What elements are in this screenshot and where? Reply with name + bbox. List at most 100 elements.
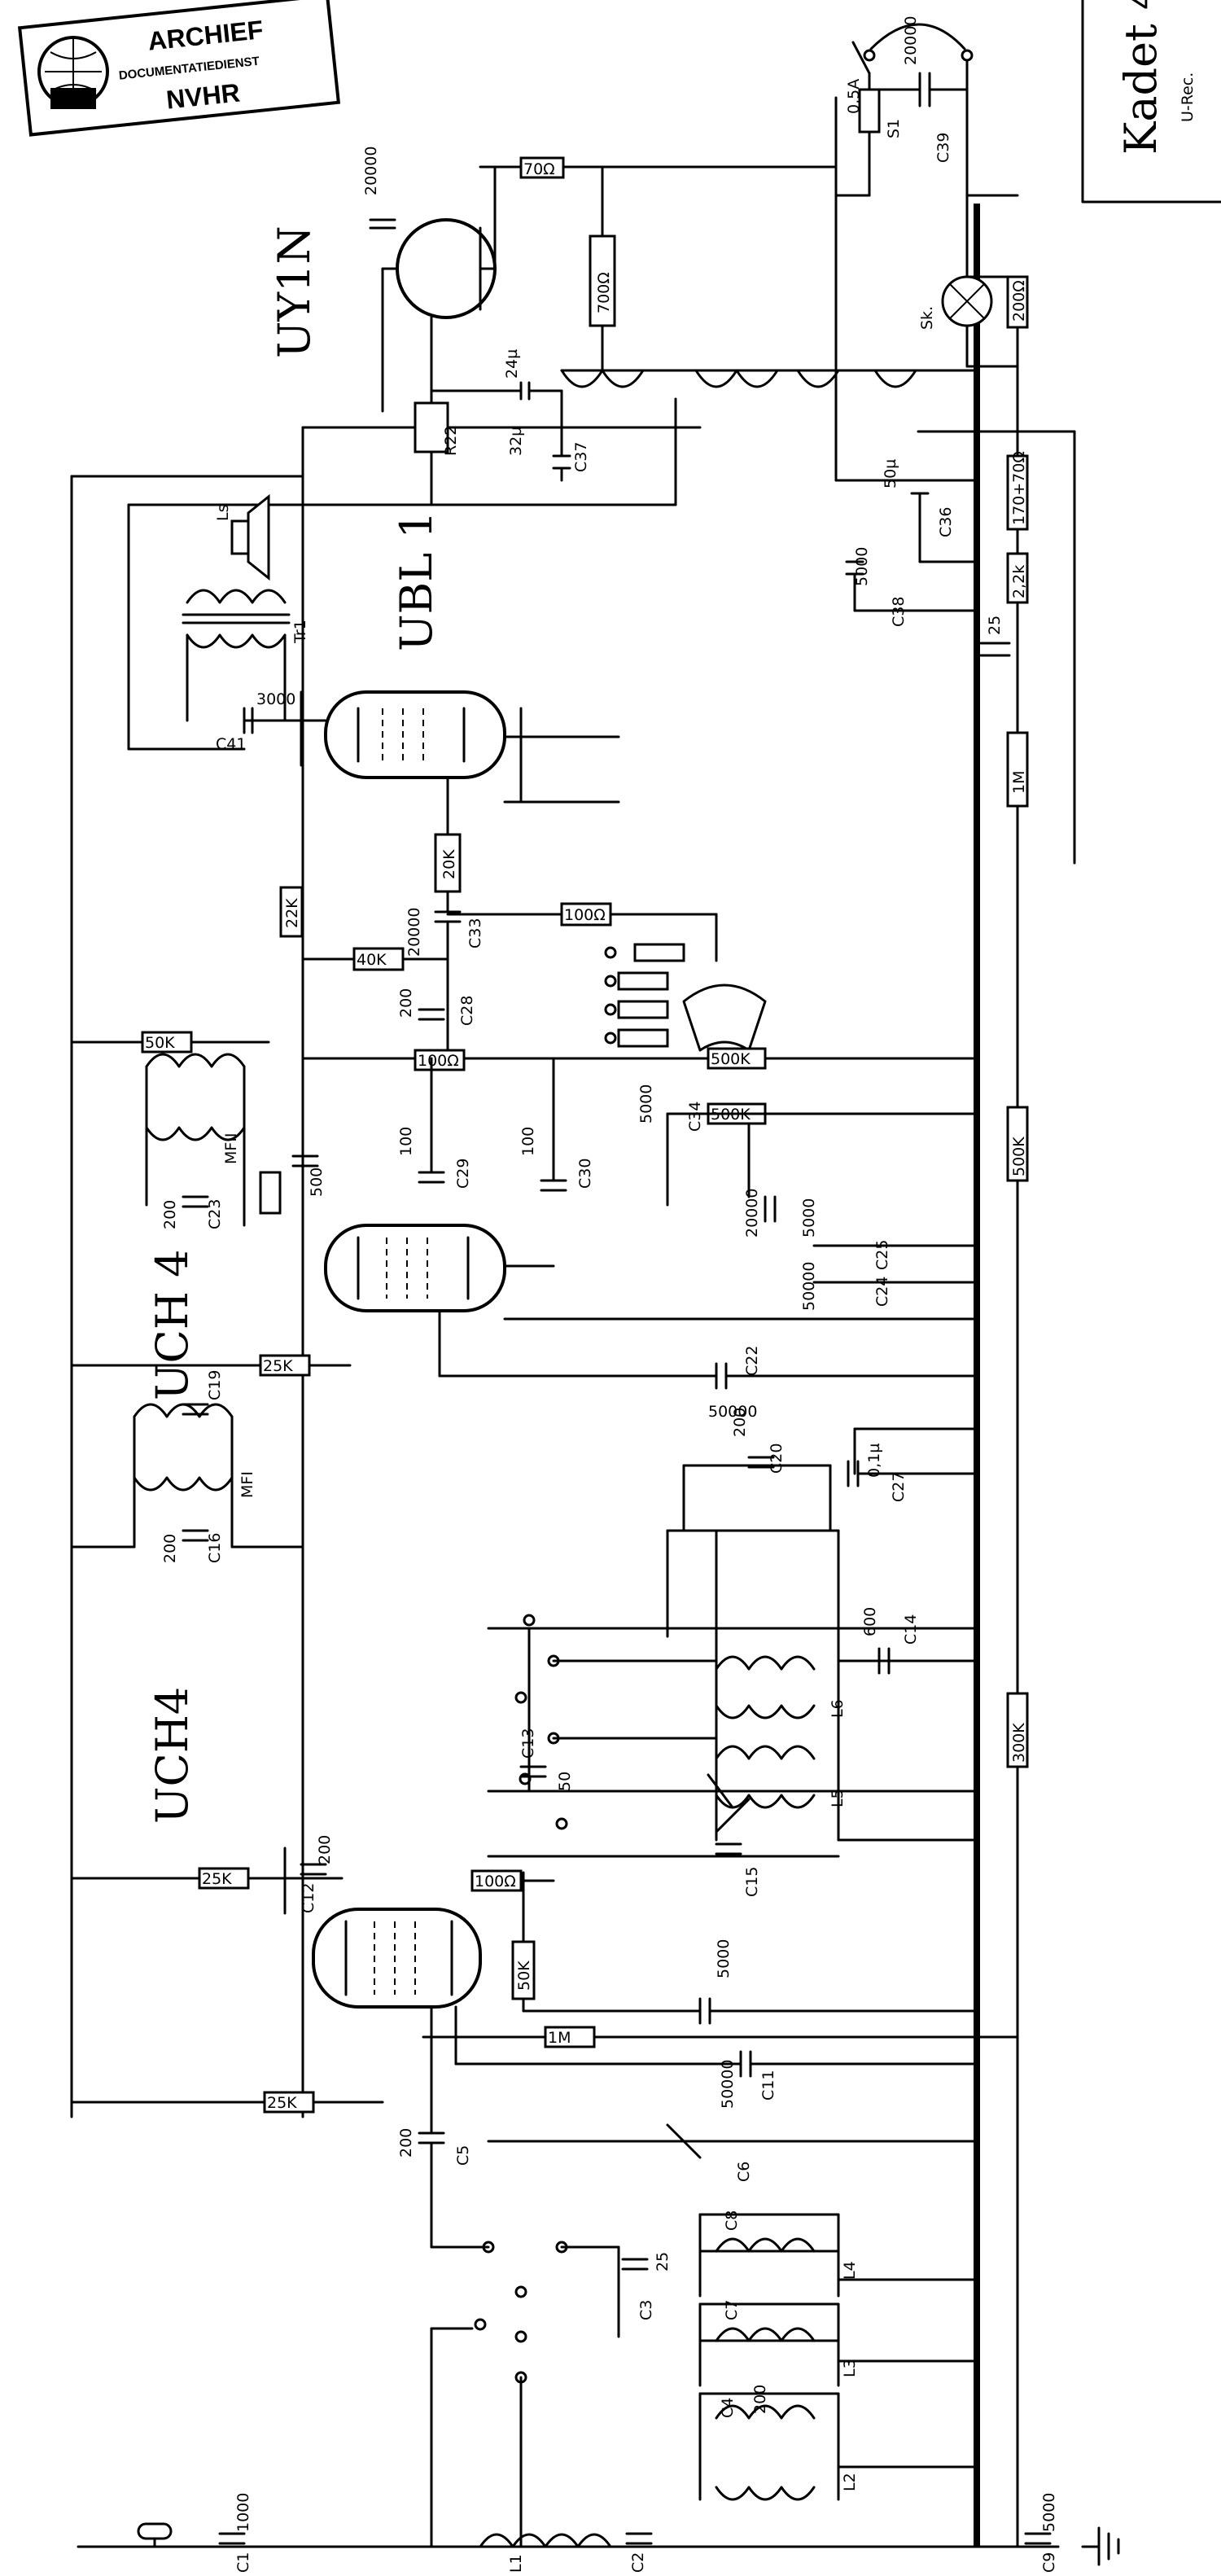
c33-label: C33 — [466, 918, 484, 948]
mf2-label: MFII — [222, 1132, 240, 1164]
c30-value: 100 — [519, 1127, 537, 1156]
v4-type-label: UY1N — [269, 226, 320, 358]
c9-value: 5000 — [1040, 2493, 1058, 2532]
output-transformer: Tr1 Ls — [182, 493, 309, 722]
r7-value: 25K — [263, 1357, 293, 1375]
c16-label: C16 — [206, 1533, 224, 1563]
c28-label: C28 — [458, 996, 476, 1026]
r25-value: 200Ω — [1010, 280, 1028, 322]
c34-label: C34 — [686, 1102, 704, 1132]
l2-label: L2 — [841, 2473, 859, 2491]
r4-value: 50K — [515, 1960, 533, 1991]
heater-chain: 700Ω 70Ω — [479, 156, 978, 388]
detector-network: 100Ω 100 C29 100 C30 500K 500K 20000 500… — [301, 1047, 1029, 1311]
c20-label: C20 — [768, 1444, 786, 1474]
c12-value: 200 — [316, 1835, 334, 1864]
r24-value: 70Ω — [523, 160, 555, 178]
c5-value: 200 — [397, 2128, 415, 2158]
c20-value: 200 — [731, 1408, 749, 1437]
speaker-label: Ls — [214, 505, 232, 521]
c22-label: C22 — [743, 1346, 761, 1376]
l1-label: L1 — [507, 2554, 525, 2573]
c40-value: 20000 — [362, 147, 380, 195]
tr1-label: Tr1 — [291, 620, 309, 644]
v2-type-label: UCH 4 — [147, 1250, 198, 1400]
r19-value: 100Ω — [564, 906, 606, 924]
l3-label: L3 — [841, 2359, 859, 2377]
c36-label: C36 — [937, 507, 955, 537]
c19-label: C19 — [206, 1370, 224, 1400]
c13-value: 50 — [556, 1772, 574, 1791]
header-box: Kadet 4 U-Rec. — [1081, 0, 1221, 204]
c12-label: C12 — [300, 1883, 317, 1913]
ground-symbol-icon — [1081, 2526, 1120, 2566]
c16-value: 200 — [161, 1534, 179, 1563]
r13-value: 1M — [1010, 771, 1028, 794]
mains-section: 70Ω S1 0,5A 20000 C39 Sk. 200Ω — [834, 16, 1029, 368]
archive-stamp: ARCHIEF DOCUMENTATIEDIENST NVHR — [17, 0, 341, 137]
c38-label: C38 — [890, 597, 908, 627]
loudspeaker-icon — [230, 493, 270, 581]
c39-label: C39 — [934, 133, 952, 163]
c9-label: C9 — [1040, 2552, 1058, 2573]
c29-value: 100 — [397, 1127, 415, 1156]
v1-type-label: UCH4 — [147, 1687, 198, 1824]
c30-label: C30 — [576, 1159, 594, 1189]
c14-value: 600 — [861, 1607, 879, 1636]
v3-grid-network: 20K 20000 C33 40K 200 C28 22K 100Ω — [279, 776, 767, 1060]
c36-value: 50µ — [882, 459, 899, 488]
c3-value: 25 — [654, 2252, 672, 2272]
r29-value: 20K — [440, 849, 458, 879]
c14-label: C14 — [902, 1614, 920, 1645]
c38-value: 5000 — [853, 547, 871, 586]
r8-value: 50K — [145, 1034, 175, 1052]
c6-label: C6 — [735, 2162, 753, 2182]
c21-value: 500 — [308, 1168, 326, 1197]
r9-resistor: 300K — [1006, 1692, 1029, 1768]
c22-value: 50000 — [708, 1403, 757, 1421]
c3-label: C3 — [637, 2300, 655, 2320]
c31-value: 25 — [986, 616, 1004, 635]
c27-label: C27 — [890, 1472, 908, 1502]
r15-value: 2,2k — [1010, 565, 1028, 598]
c10-value: 5000 — [715, 1939, 733, 1978]
c23-value: 200 — [161, 1200, 179, 1229]
mf1-label: MFI — [239, 1471, 256, 1498]
r1-value: 25K — [267, 2094, 297, 2112]
model-subtitle: U-Rec. — [1179, 72, 1197, 122]
c7-label: C7 — [723, 2300, 741, 2320]
c39-value: 20000 — [902, 16, 920, 65]
model-title: Kadet 4 — [1115, 0, 1166, 155]
r2-value: 25K — [202, 1870, 232, 1888]
tuning-section: L6 L5 600 C14 C15 20 — [487, 1408, 978, 1897]
c1-value: 1000 — [234, 2493, 252, 2532]
input-coils: 25 C3 L4 C8 L3 C7 L2 C4 200 — [430, 2210, 978, 2548]
c8-label: C8 — [723, 2210, 741, 2231]
lamp-label: Sk. — [918, 306, 936, 330]
c37-label: C37 — [572, 442, 590, 472]
if-transformer-mf2: MFII 200 C23 50K 500 — [70, 1031, 326, 1229]
c25-label: C25 — [873, 1240, 891, 1270]
c5-label: C5 — [454, 2145, 472, 2166]
c4-value: 200 — [751, 2385, 769, 2414]
c34-value: 5000 — [637, 1084, 655, 1124]
r23-value: 700Ω — [595, 272, 613, 313]
c1-label: C1 — [234, 2552, 252, 2573]
l4-label: L4 — [841, 2261, 859, 2280]
antenna-input: 1000 C1 L1 C2 5000 C9 — [137, 2493, 1120, 2573]
c33-value: 20000 — [405, 908, 423, 957]
fuse-label: S1 — [885, 119, 903, 138]
c11-label: C11 — [759, 2070, 777, 2101]
c24-label: C24 — [873, 1277, 891, 1307]
if-transformer-mf1: MFI 200 C16 C19 — [70, 1370, 304, 1563]
c4-label: C4 — [719, 2398, 737, 2418]
r9-value: 300K — [1010, 1723, 1028, 1763]
c25-value: 5000 — [800, 1198, 818, 1238]
c24-value: 50000 — [800, 1262, 818, 1311]
c28-value: 200 — [397, 988, 415, 1018]
mixer-tube-v2: UCH 4 50000 C22 25K 0,1µ C27 — [70, 1224, 978, 1502]
c13-label: C13 — [519, 1728, 537, 1759]
r3-value: 1M — [548, 2029, 571, 2047]
c26-value: 20000 — [743, 1189, 761, 1238]
